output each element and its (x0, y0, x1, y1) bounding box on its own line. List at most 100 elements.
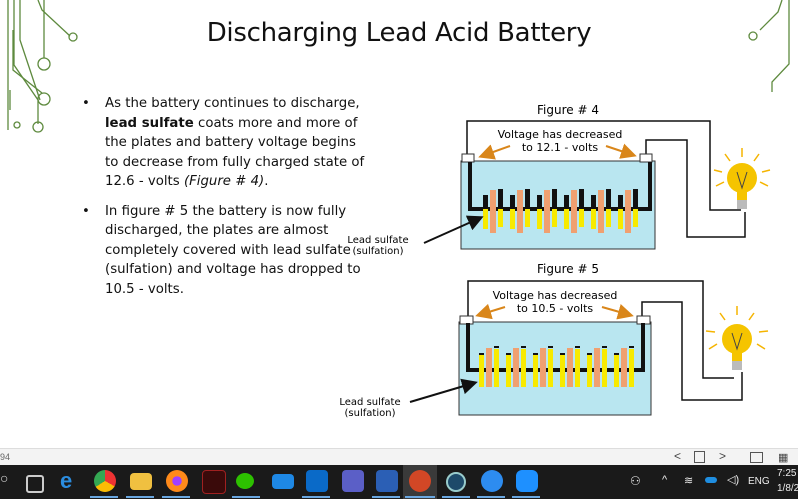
negative-plate-top (525, 189, 530, 209)
slide-canvas: Discharging Lead Acid Battery • As the b… (7, 0, 790, 419)
sulfate-plate (494, 349, 499, 387)
arrow-right (605, 143, 637, 159)
positive-plate (625, 190, 631, 233)
sulfate-label-line1: Lead sulfate (339, 397, 400, 408)
sulfate-label-line2: (sulfation) (353, 246, 404, 257)
task-view-icon[interactable] (26, 475, 44, 493)
wire (467, 280, 734, 379)
sulfate-plate (533, 355, 538, 387)
arrow-left (478, 144, 511, 160)
file-explorer-icon[interactable] (130, 473, 152, 490)
plate-cap (602, 346, 607, 348)
outlook-icon[interactable] (306, 470, 328, 492)
notes-icon[interactable] (694, 451, 705, 463)
bullet-text: In figure # 5 the battery is now fully d… (105, 203, 361, 297)
plate-cap (575, 346, 580, 348)
running-indicator (512, 496, 540, 498)
sulfate-plate (537, 195, 542, 229)
light-bulb-icon (713, 148, 771, 209)
language-indicator[interactable]: ENG (748, 476, 770, 487)
terminal-negative (459, 315, 474, 325)
positive-plate (513, 348, 519, 387)
plate-cap (479, 353, 484, 355)
firefox-icon[interactable] (166, 470, 188, 492)
network-icon[interactable]: ≋ (684, 475, 694, 487)
clock-time[interactable]: 7:25 (777, 468, 797, 479)
positive-plate (571, 190, 577, 233)
negative-plate-top (537, 195, 542, 209)
edge-icon[interactable]: e (60, 468, 73, 493)
clock-date[interactable]: 1/8/2 (777, 483, 798, 494)
sulfate-plate (483, 195, 488, 229)
positive-plate (544, 190, 550, 233)
wechat-icon[interactable] (236, 473, 254, 489)
plates (479, 346, 634, 387)
bullet-text: coats more and more of the plates and ba… (105, 115, 365, 190)
wire (641, 301, 743, 401)
bullet-marker: • (82, 96, 90, 111)
teams-icon[interactable] (342, 470, 364, 492)
onedrive-icon[interactable] (705, 477, 717, 483)
plate-cap (614, 353, 619, 355)
voltage-label-line1: Voltage has decreased (498, 128, 623, 141)
terminal-positive (639, 153, 653, 163)
bullet-marker: • (82, 203, 90, 219)
positive-plate (621, 348, 627, 387)
feishu-icon[interactable] (481, 470, 503, 492)
plate-cap (629, 346, 634, 348)
volume-icon[interactable]: ◁) (727, 474, 740, 486)
previous-slide-button[interactable]: < (674, 449, 682, 463)
sulfate-plate (602, 349, 607, 387)
chevron-up-icon[interactable]: ^ (662, 474, 668, 486)
running-indicator (162, 496, 190, 498)
positive-plate (567, 348, 573, 387)
sulfate-plate (575, 349, 580, 387)
plate-cap (560, 353, 565, 355)
negative-plate-top (510, 195, 515, 209)
bullet-item: • As the battery continues to discharge,… (80, 94, 365, 192)
powerpoint-icon[interactable] (409, 470, 431, 492)
sulfate-plate (521, 349, 526, 387)
positive-plate (490, 190, 496, 233)
slide-sorter-icon[interactable]: ▦ (778, 452, 789, 464)
positive-plate (598, 190, 604, 233)
normal-view-icon[interactable] (750, 452, 763, 463)
status-bar: 94 < > ▦ (0, 448, 798, 465)
chrome-icon[interactable] (94, 470, 116, 492)
voltage-label-line2: to 12.1 - volts (522, 141, 599, 154)
sulfate-plate (506, 355, 511, 387)
figure-5: Figure # 5 Voltage has decreased to 10.5… (339, 262, 769, 419)
acrobat-icon[interactable] (202, 470, 226, 494)
slide-number: 94 (0, 452, 11, 462)
people-icon[interactable]: ⚇ (630, 474, 641, 488)
figure-caption: Figure # 4 (537, 103, 599, 117)
negative-plate-top (618, 195, 623, 209)
next-slide-button[interactable]: > (719, 449, 727, 463)
plate-cap (587, 353, 592, 355)
search-icon[interactable]: ○ (0, 470, 9, 486)
label-arrow (409, 378, 478, 403)
plate-cap (548, 346, 553, 348)
wire (466, 120, 741, 211)
sulfate-plate (560, 355, 565, 387)
bullet-bold-text: lead sulfate (105, 115, 194, 131)
skype-icon[interactable] (516, 470, 538, 492)
running-indicator (477, 496, 505, 498)
sulfate-plate (548, 349, 553, 387)
word-icon[interactable] (376, 470, 398, 492)
terminal-positive (636, 315, 651, 325)
light-bulb-icon (705, 306, 769, 370)
running-indicator (90, 496, 118, 498)
bullet-list: • As the battery continues to discharge,… (80, 94, 365, 309)
positive-plate (517, 190, 523, 233)
en-app-icon[interactable] (446, 472, 466, 492)
sulfate-plate (614, 355, 619, 387)
negative-plate-top (498, 189, 503, 209)
bus-bar (466, 323, 645, 372)
sulfate-plate (564, 195, 569, 229)
mail-icon[interactable] (272, 474, 294, 489)
wire (645, 139, 746, 238)
bullet-item: • In figure # 5 the battery is now fully… (80, 202, 365, 300)
running-indicator (442, 496, 470, 498)
sulfate-plate (510, 195, 515, 229)
